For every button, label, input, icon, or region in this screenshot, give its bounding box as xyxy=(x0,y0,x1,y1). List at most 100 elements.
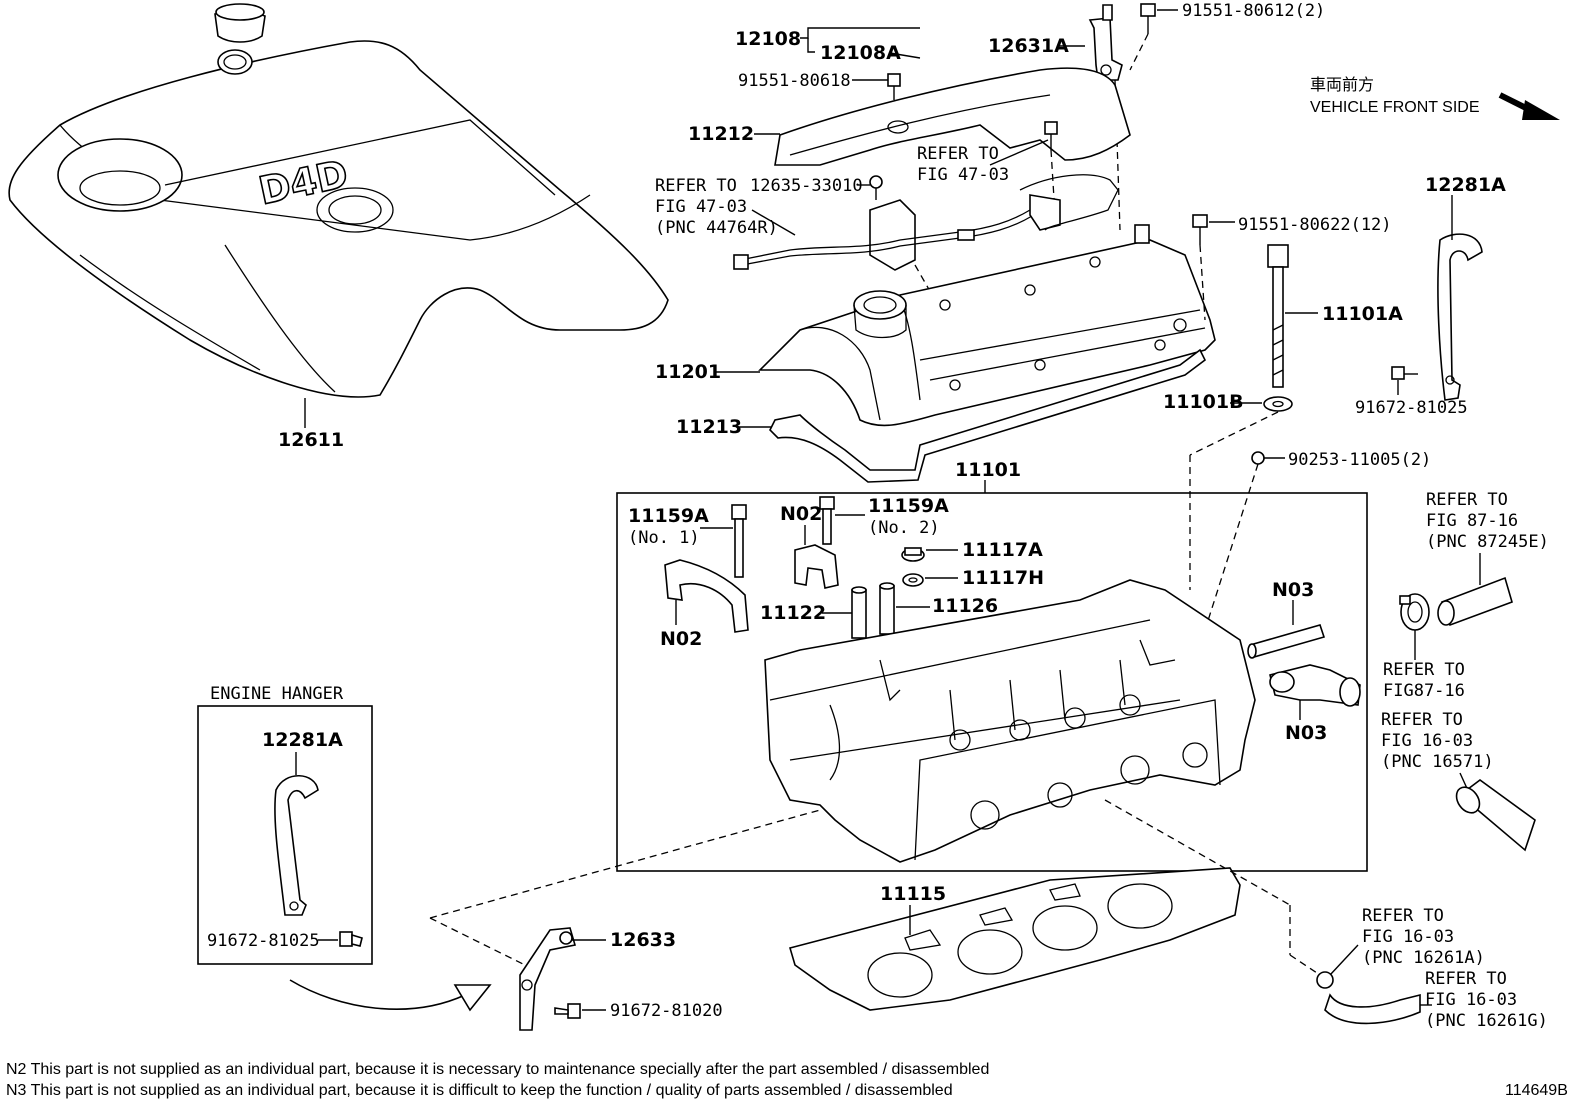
label-11126: 11126 xyxy=(932,595,998,617)
engine-cover-12611[interactable]: D4D xyxy=(8,40,669,398)
label-11117H: 11117H xyxy=(962,567,1044,589)
ref4-line2: FIG87-16 xyxy=(1383,681,1465,701)
label-91672-81020: 91672-81020 xyxy=(610,1001,723,1021)
ref7-line1: REFER TO xyxy=(1425,969,1507,989)
head-cover-11201[interactable] xyxy=(758,224,1216,427)
figure-id: 114649B xyxy=(1505,1082,1568,1099)
insulator-11212[interactable] xyxy=(774,67,1131,166)
label-11159A-no2-sub: (No. 2) xyxy=(868,518,940,538)
label-11201: 11201 xyxy=(655,361,721,383)
cylinder-head[interactable] xyxy=(764,579,1256,863)
head-assy-box xyxy=(616,492,1368,872)
label-11212: 11212 xyxy=(688,123,754,145)
ref5-line2: FIG 16-03 xyxy=(1381,731,1473,751)
guide-11126[interactable] xyxy=(879,582,895,635)
label-12635-33010: 12635-33010 xyxy=(750,176,863,196)
ref3-line2: FIG 87-16 xyxy=(1426,511,1518,531)
engine-hanger-12281A[interactable] xyxy=(1437,233,1483,401)
plug-11117A[interactable] xyxy=(901,547,925,562)
ref6-line1: REFER TO xyxy=(1362,906,1444,926)
hose-bracket-assembly[interactable] xyxy=(733,174,1119,271)
bracket-12633[interactable] xyxy=(519,927,577,1031)
label-11117A: 11117A xyxy=(962,539,1043,561)
bolt-91551-80622[interactable] xyxy=(1192,214,1208,245)
bolt-91551-80618[interactable] xyxy=(887,73,901,100)
label-11213: 11213 xyxy=(676,416,742,438)
label-11159A-no1-sub: (No. 1) xyxy=(628,528,700,548)
label-91551-80618: 91551-80618 xyxy=(738,71,851,91)
bolt-ref2[interactable] xyxy=(1044,121,1058,150)
clamp-87-16[interactable] xyxy=(1399,593,1430,631)
ref6-line2: FIG 16-03 xyxy=(1362,927,1454,947)
ring-11117H[interactable] xyxy=(902,573,924,587)
label-12108: 12108 xyxy=(735,28,801,50)
hose-16261G[interactable] xyxy=(1324,993,1421,1025)
inset-arrow xyxy=(289,979,466,1010)
head-gasket-11115[interactable] xyxy=(788,867,1241,1011)
ref3-line1: REFER TO xyxy=(1426,490,1508,510)
bolt-12635[interactable] xyxy=(869,175,883,200)
head-cover-gasket-11213[interactable] xyxy=(769,348,1207,483)
label-11115: 11115 xyxy=(880,883,946,905)
cam-cap-N02-center[interactable] xyxy=(794,544,839,589)
washer-11101B[interactable] xyxy=(1263,396,1293,412)
bracket-12631A[interactable] xyxy=(1088,4,1123,81)
ref4-line1: REFER TO xyxy=(1383,660,1465,680)
inset-arrow-head-icon xyxy=(453,984,492,1012)
label-12611: 12611 xyxy=(278,429,344,451)
dowel-90253[interactable] xyxy=(1251,451,1265,465)
oil-filler-cap[interactable] xyxy=(214,3,266,43)
bolt-91551-80612[interactable] xyxy=(1140,3,1156,34)
bolt-91672-81025-inset[interactable] xyxy=(339,931,363,947)
label-12108A: 12108A xyxy=(820,42,901,64)
ref2-line2: FIG 47-03 xyxy=(917,165,1009,185)
hose-87245E[interactable] xyxy=(1437,576,1513,627)
footnote-N2: N2 This part is not supplied as an indiv… xyxy=(6,1061,989,1078)
label-11122: 11122 xyxy=(760,602,826,624)
label-N03-upper: N03 xyxy=(1272,579,1314,601)
cam-cap-N02-left[interactable] xyxy=(664,559,749,633)
label-91551-80612: 91551-80612(2) xyxy=(1182,1,1325,21)
label-91672-81025-inset: 91672-81025 xyxy=(207,931,320,951)
label-11101A: 11101A xyxy=(1322,303,1403,325)
label-N03-lower: N03 xyxy=(1285,722,1327,744)
ref1-line3: (PNC 44764R) xyxy=(655,218,778,238)
ref6-line3: (PNC 16261A) xyxy=(1362,948,1485,968)
ref1-line1: REFER TO xyxy=(655,176,737,196)
bolt-91672-81025-right[interactable] xyxy=(1391,366,1418,380)
label-12281A-right: 12281A xyxy=(1425,174,1506,196)
label-12631A: 12631A xyxy=(988,35,1069,57)
label-N02-center: N02 xyxy=(780,503,822,525)
ref3-line3: (PNC 87245E) xyxy=(1426,532,1549,552)
ref5-line1: REFER TO xyxy=(1381,710,1463,730)
inset-title: ENGINE HANGER xyxy=(210,684,344,704)
label-12633: 12633 xyxy=(610,929,676,951)
head-bolt-11101A[interactable] xyxy=(1267,244,1289,388)
fitting-16261A[interactable] xyxy=(1316,971,1334,989)
label-91551-80622: 91551-80622(12) xyxy=(1238,215,1392,235)
bolt-11159A-no1[interactable] xyxy=(731,504,747,578)
oil-filler-gasket[interactable] xyxy=(217,49,253,75)
hose-16571[interactable] xyxy=(1452,779,1536,852)
vehicle-front-jp: 車両前方 xyxy=(1310,75,1374,94)
ref2-line1: REFER TO xyxy=(917,144,999,164)
label-11101: 11101 xyxy=(955,459,1021,481)
label-91672-81025-right: 91672-81025 xyxy=(1355,398,1468,418)
label-11101B: 11101B xyxy=(1163,391,1244,413)
vehicle-front-arrow-icon xyxy=(1498,92,1560,120)
label-11159A-no2: 11159A xyxy=(868,495,949,517)
bolt-91672-81020[interactable] xyxy=(554,1003,581,1019)
ref7-line3: (PNC 16261G) xyxy=(1425,1011,1548,1031)
label-11159A-no1: 11159A xyxy=(628,505,709,527)
pipe-N03-upper[interactable] xyxy=(1247,624,1326,659)
bolt-11159A-no2[interactable] xyxy=(819,496,835,545)
label-N02-left: N02 xyxy=(660,628,702,650)
label-12281A-inset: 12281A xyxy=(262,729,343,751)
vehicle-front-en: VEHICLE FRONT SIDE xyxy=(1310,99,1480,116)
inset-box xyxy=(197,705,373,965)
label-90253: 90253-11005(2) xyxy=(1288,450,1431,470)
guide-11122[interactable] xyxy=(851,586,867,639)
pipe-N03-lower[interactable] xyxy=(1269,664,1361,707)
ref1-line2: FIG 47-03 xyxy=(655,197,747,217)
engine-hanger-inset[interactable] xyxy=(274,775,319,916)
